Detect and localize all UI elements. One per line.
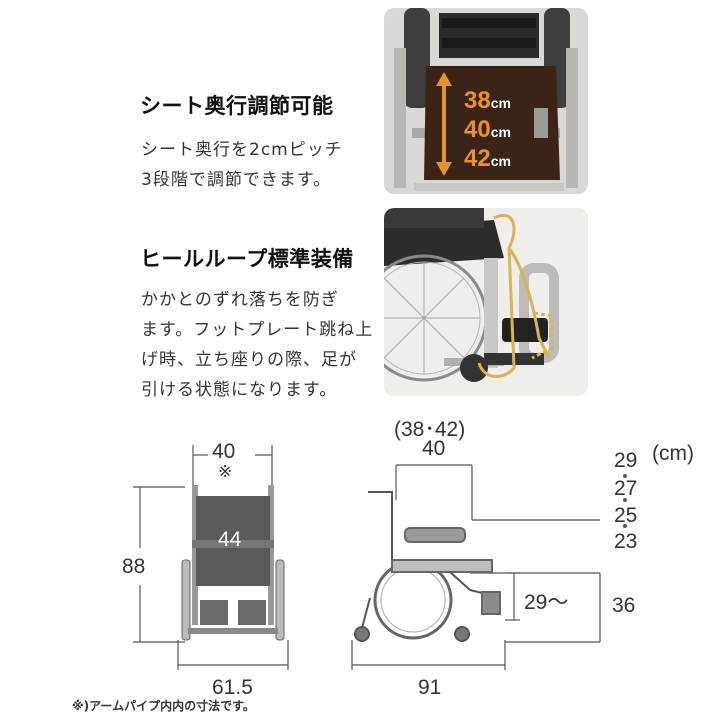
front-total-width: 61.5 (212, 676, 253, 699)
depth-value-42: 42 (464, 145, 491, 172)
photo-heel-loop (384, 208, 588, 396)
front-seat-width: 40 (212, 440, 236, 463)
photo-seat-depth: 38cm 40cm 42cm (384, 8, 588, 194)
feature-desc-heel-loop: かかとのずれ落ちを防ぎ ます。フットプレート跳ね上 げ時、立ち座りの際、足が 引… (141, 285, 373, 405)
front-seat-width-note: ※ (218, 462, 233, 481)
desc-line: 引ける状態になります。 (141, 380, 338, 400)
desc-line: かかとのずれ落ちを防ぎ (141, 290, 339, 310)
side-view-wheelchair (354, 491, 501, 642)
wheelchair-seat-illustration (384, 8, 588, 194)
front-view-wheelchair (181, 485, 285, 641)
heel-loop-illustration (384, 208, 588, 396)
seat-height-23: 23 (614, 530, 638, 553)
feature-title-seat-depth: シート奥行調節可能 (140, 94, 334, 118)
side-seat-depth-options: (38･42) (394, 418, 466, 441)
depth-value-38: 38 (464, 87, 491, 114)
footrest-height: 29〜 (524, 591, 569, 614)
desc-line: ます。フットプレート跳ね上 (141, 320, 374, 340)
front-total-height: 88 (122, 555, 146, 578)
feature-title-heel-loop: ヒールループ標準装備 (140, 247, 354, 271)
depth-unit: cm (490, 124, 511, 140)
seat-height-27: 27 (614, 477, 638, 500)
unit-label: (cm) (652, 442, 694, 465)
depth-value-40: 40 (464, 116, 491, 143)
seat-height-25: 25 (614, 504, 638, 527)
depth-unit: cm (490, 95, 511, 111)
depth-unit: cm (490, 153, 511, 169)
desc-line: 3段階で調節できます。 (141, 170, 332, 190)
arm-height: 36 (612, 594, 636, 617)
footnote: ※)アームパイプ内内の寸法です。 (72, 699, 255, 713)
feature-desc-seat-depth: シート奥行を2cmピッチ 3段階で調節できます。 (141, 135, 343, 195)
desc-line: げ時、立ち座りの際、足が (141, 350, 357, 370)
desc-line: シート奥行を2cmピッチ (141, 140, 343, 160)
seat-height-29: 29 (614, 449, 638, 472)
side-seat-depth: 40 (422, 437, 446, 460)
front-back-height: 44 (218, 528, 242, 551)
total-length: 91 (418, 676, 442, 699)
depth-values: 38cm 40cm 42cm (464, 88, 511, 175)
